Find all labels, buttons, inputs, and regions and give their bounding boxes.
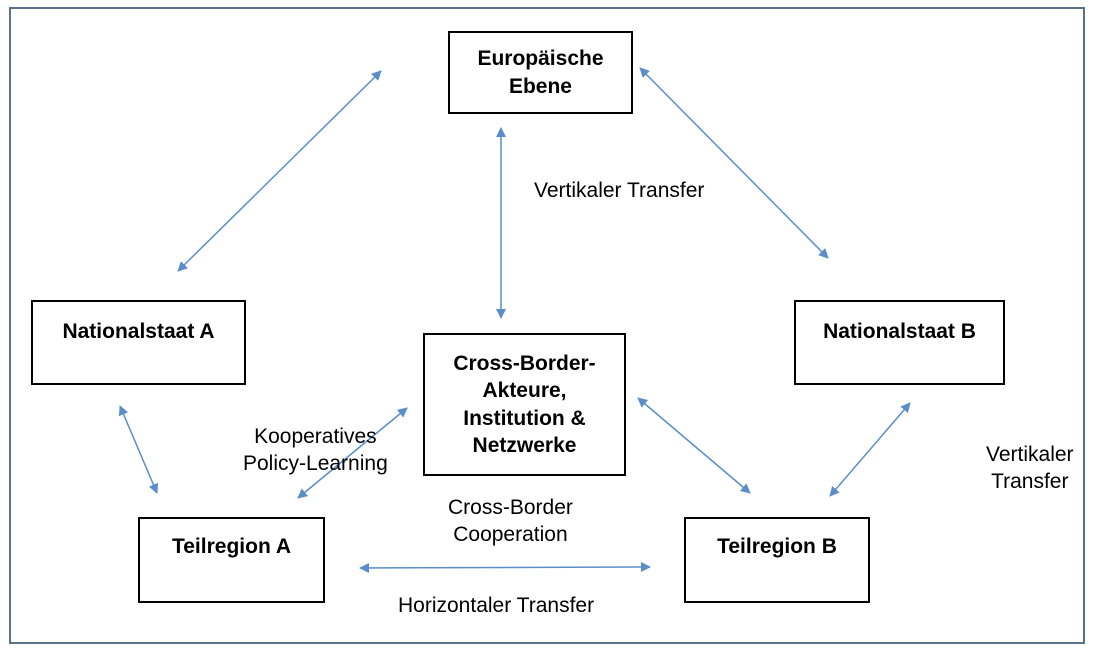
- box-european-level-line1: Europäische: [477, 47, 604, 71]
- box-national-state-a-label: Nationalstaat A: [62, 319, 215, 343]
- box-cross-border-line4: Netzwerke: [472, 433, 577, 457]
- outer-frame: [9, 7, 1085, 644]
- arrow-eu-nat-b: [639, 67, 829, 259]
- box-national-state-a: Nationalstaat A: [31, 300, 246, 385]
- label-cooperative-line1: Kooperatives: [254, 425, 377, 448]
- box-subregion-a: Teilregion A: [138, 517, 325, 603]
- arrow-nat-a-teil-a: [118, 405, 159, 494]
- arrow-cross-teil-a: [297, 407, 408, 499]
- arrow-nat-b-teil-b: [829, 402, 911, 497]
- label-cooperative-line2: Policy-Learning: [243, 452, 388, 476]
- label-horizontal-transfer: Horizontaler Transfer: [398, 594, 595, 617]
- box-subregion-b: Teilregion B: [684, 517, 870, 603]
- box-subregion-b-label: Teilregion B: [717, 535, 837, 559]
- box-cross-border-line2: Akteure,: [482, 379, 567, 403]
- box-european-level: Europäische Ebene: [448, 31, 633, 114]
- label-vertical-transfer-right-line1: Vertikaler: [986, 443, 1074, 466]
- box-subregion-a-label: Teilregion A: [171, 535, 291, 559]
- arrow-eu-nat-a: [177, 70, 382, 272]
- label-cross-border-cooperation-line2: Cooperation: [453, 523, 568, 547]
- label-vertical-transfer-center: Vertikaler Transfer: [534, 179, 705, 202]
- label-cooperative-policy-learning: Kooperatives Policy-Learning: [243, 423, 388, 478]
- box-national-state-b-label: Nationalstaat B: [823, 319, 976, 343]
- box-cross-border-line1: Cross-Border-: [453, 351, 596, 375]
- box-cross-border-actors: Cross-Border- Akteure, Institution & Net…: [423, 333, 626, 476]
- label-vertical-transfer-right-line2: Transfer: [991, 470, 1069, 494]
- label-cross-border-cooperation: Cross-Border Cooperation: [448, 494, 573, 549]
- label-cross-border-cooperation-line1: Cross-Border: [448, 496, 573, 519]
- arrow-teil-a-teil-b: [359, 562, 651, 573]
- box-national-state-b: Nationalstaat B: [794, 300, 1005, 385]
- box-cross-border-line3: Institution &: [463, 406, 586, 430]
- box-european-level-line2: Ebene: [508, 74, 572, 98]
- label-vertical-transfer-right: Vertikaler Transfer: [986, 441, 1074, 496]
- arrow-cross-teil-b: [637, 397, 751, 494]
